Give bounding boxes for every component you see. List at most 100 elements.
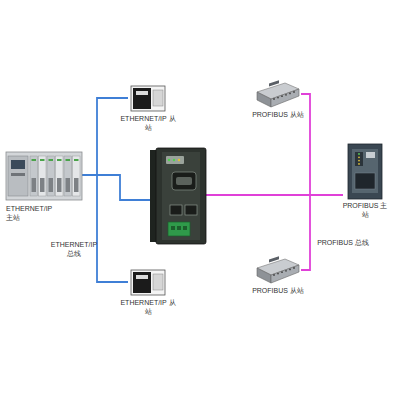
plc-port [11,173,25,176]
status-led [168,159,170,161]
slave-label-plate [136,91,148,95]
device-caption: PROFIBUS 主站 [341,201,389,219]
terminal-dot [281,95,283,97]
s7-led [358,163,360,165]
db9-port [172,172,196,190]
module-label [269,80,279,86]
device-illustration [128,268,168,296]
io-terminal [40,178,45,192]
gateway-front [162,152,200,240]
io-module [64,156,72,196]
io-led [74,159,79,161]
slave-label-plate [136,275,148,279]
device-caption: ETHERNET/IP 从站 [120,114,176,132]
bus-label: ETHERNET/IP 总线 [47,240,101,258]
s7-led [358,153,360,155]
s7-led-strip [355,152,363,166]
status-led [178,159,180,161]
s7-switch [366,152,375,158]
io-terminal [57,178,62,192]
slave-body [131,270,165,295]
db9-socket [176,177,192,185]
slave-face [133,272,151,293]
terminal-dot [289,269,291,271]
terminal-block [168,222,190,236]
io-terminal [32,178,37,192]
bus-connector [301,195,343,270]
module-front [257,268,271,283]
device-illustration [128,84,168,112]
slave-side [153,274,163,290]
module-side [271,89,299,107]
device-node: PROFIBUS 从站 [255,256,301,295]
io-led [57,159,62,161]
device-caption: PROFIBUS 从站 [250,286,306,295]
io-led [32,159,37,161]
terminal-screw [183,226,187,230]
rj45-port [185,205,197,215]
ethernet-wire [97,175,153,200]
rj45-port [170,205,182,215]
io-module [73,156,81,196]
io-led [40,159,45,161]
plc-rack [6,152,82,200]
io-module [39,156,47,196]
io-module [56,156,64,196]
io-led [49,159,54,161]
terminal-dot [273,274,275,276]
device-caption: ETHERNET/IP 从站 [120,298,176,316]
bus-connector [301,94,343,195]
device-node: PROFIBUS 主站 [343,143,387,219]
slave-body [131,86,165,111]
plc-display [11,160,25,169]
s7-front [352,149,378,193]
terminal-dot [277,97,279,99]
plc-cpu [8,156,28,196]
terminal-dot [285,270,287,272]
io-led [66,159,71,161]
s7-body [348,144,382,199]
s7-led [358,160,360,162]
module-front [257,92,271,107]
bus-label: PROFIBUS 总线 [317,238,369,247]
bus-connector [82,98,128,175]
device-illustration [343,143,387,199]
io-terminal [49,178,54,192]
edge-layer [82,94,343,282]
device-node: ETHERNET/IP 主站 [6,148,82,222]
status-led [173,159,175,161]
terminal-screw [177,226,181,230]
led-panel [166,156,184,164]
io-terminal [74,178,79,192]
gateway-body [156,148,206,244]
module-side [271,265,299,283]
terminal-dot [293,91,295,93]
slave-side [153,90,163,106]
terminal-dot [281,271,283,273]
device-caption: ETHERNET/IP 主站 [6,204,56,222]
terminal-dot [289,93,291,95]
io-module [47,156,55,196]
s7-led [358,156,360,158]
device-illustration [255,256,301,284]
gateway-device [150,148,206,244]
terminal-dot [277,273,279,275]
io-terminal [66,178,71,192]
terminal-dot [273,98,275,100]
device-illustration [255,80,301,108]
module-label [269,256,279,262]
slave-face [133,88,151,109]
terminal-screw [171,226,175,230]
profibus-wire [206,194,310,196]
terminal-dot [285,94,287,96]
device-node: ETHERNET/IP 从站 [128,268,168,316]
device-illustration [6,148,82,202]
io-module [30,156,38,196]
device-caption: PROFIBUS 从站 [250,110,306,119]
device-node: PROFIBUS 从站 [255,80,301,119]
device-node: ETHERNET/IP 从站 [128,84,168,132]
s7-port [355,173,375,189]
terminal-dot [293,267,295,269]
bus-connector [82,175,128,282]
